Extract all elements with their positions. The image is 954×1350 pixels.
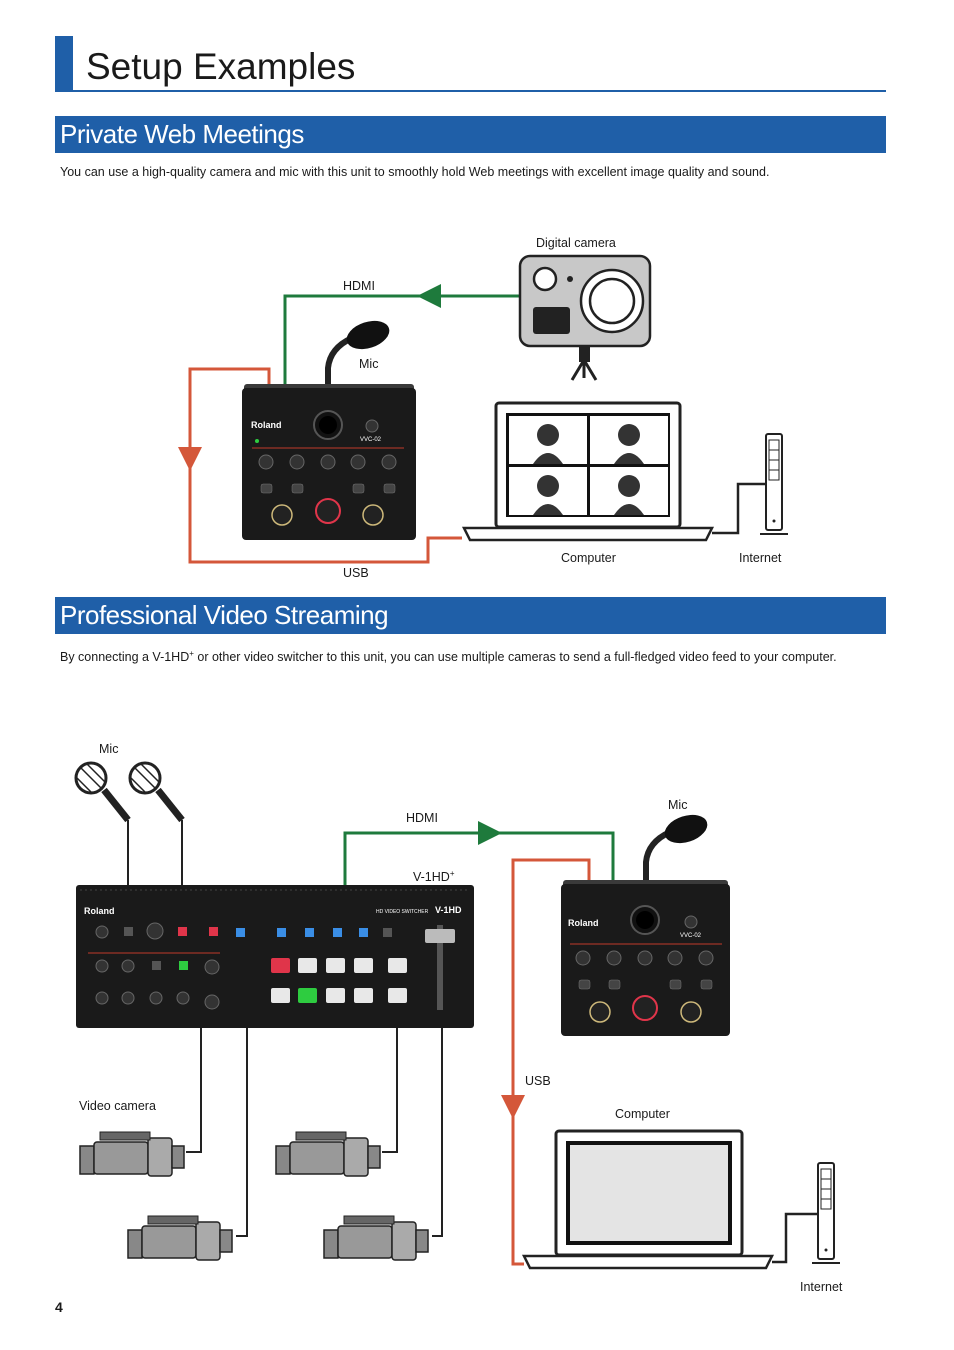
section-heading-private-web-meetings: Private Web Meetings — [55, 116, 886, 153]
label-computer: Computer — [561, 551, 616, 565]
label-mic-left: Mic — [99, 742, 119, 756]
label-v1hd-text: V-1HD — [413, 870, 450, 885]
label-hdmi: HDMI — [343, 279, 375, 293]
vvc02-device-icon: Roland VVC-02 — [561, 880, 730, 1036]
video-camera-icon — [79, 1131, 185, 1177]
usb-cable — [188, 367, 462, 564]
video-camera-icon — [323, 1215, 429, 1261]
label-v1hd: V-1HD+ — [413, 866, 455, 885]
section-heading-text: Professional Video Streaming — [60, 600, 389, 630]
digital-camera-icon — [518, 254, 652, 381]
page-title: Setup Examples — [86, 46, 356, 87]
hdmi-cable — [283, 294, 520, 386]
title-accent-bar — [55, 36, 73, 90]
page-number: 4 — [55, 1299, 63, 1315]
section1-description: You can use a high-quality camera and mi… — [60, 165, 770, 179]
section-heading-professional-video-streaming: Professional Video Streaming — [55, 597, 886, 634]
switcher-subtitle-text: HD VIDEO SWITCHER — [376, 909, 429, 915]
usb-cable — [511, 858, 591, 1266]
handheld-mic-icon — [74, 761, 131, 886]
label-mic-right: Mic — [668, 798, 688, 812]
label-video-camera: Video camera — [79, 1099, 156, 1113]
handheld-mic-icon — [128, 761, 185, 886]
description-superscript: + — [189, 649, 194, 658]
video-camera-icon — [127, 1215, 233, 1261]
internet-router-icon — [760, 433, 788, 535]
video-camera-icon — [275, 1131, 381, 1177]
section-heading-text: Private Web Meetings — [60, 119, 304, 149]
label-v1hd-superscript: + — [449, 869, 455, 878]
professional-video-streaming-diagram: Roland HD VIDEO SWITCHER V-1HD — [74, 761, 840, 1270]
gooseneck-mic-icon — [643, 814, 708, 905]
label-internet: Internet — [739, 551, 782, 565]
switcher-model-text: V-1HD — [435, 905, 462, 915]
label-hdmi: HDMI — [406, 811, 438, 825]
device-model-text: VVC-02 — [680, 933, 702, 939]
device-brand-text: Roland — [568, 918, 599, 928]
switcher-brand-text: Roland — [84, 906, 115, 916]
computer-laptop-icon — [521, 1129, 775, 1270]
description-text-post: or other video switcher to this unit, yo… — [193, 650, 837, 665]
v1hd-switcher-icon: Roland HD VIDEO SWITCHER V-1HD — [76, 885, 474, 1028]
hdmi-arrow — [478, 821, 502, 845]
device-model-text: VVC-02 — [360, 437, 382, 443]
label-digital-camera: Digital camera — [536, 236, 616, 250]
usb-arrow — [501, 1095, 525, 1119]
vvc02-device-icon: Roland VVC-02 — [242, 384, 416, 540]
title-underline — [55, 90, 886, 92]
label-computer: Computer — [615, 1107, 670, 1121]
hdmi-arrow — [417, 284, 441, 308]
section2-description: By connecting a V-1HD+ or other video sw… — [60, 646, 837, 665]
label-internet: Internet — [800, 1280, 843, 1294]
internet-router-icon — [812, 1162, 840, 1264]
label-usb: USB — [525, 1074, 551, 1088]
description-text-pre: By connecting a V-1HD — [60, 650, 190, 665]
label-mic: Mic — [359, 357, 379, 371]
computer-laptop-icon — [461, 401, 715, 542]
private-web-meetings-diagram: Roland VVC-02 — [178, 254, 788, 564]
device-brand-text: Roland — [251, 420, 282, 430]
usb-arrow — [178, 447, 202, 471]
gooseneck-mic-icon — [325, 320, 390, 410]
label-usb: USB — [343, 566, 369, 580]
